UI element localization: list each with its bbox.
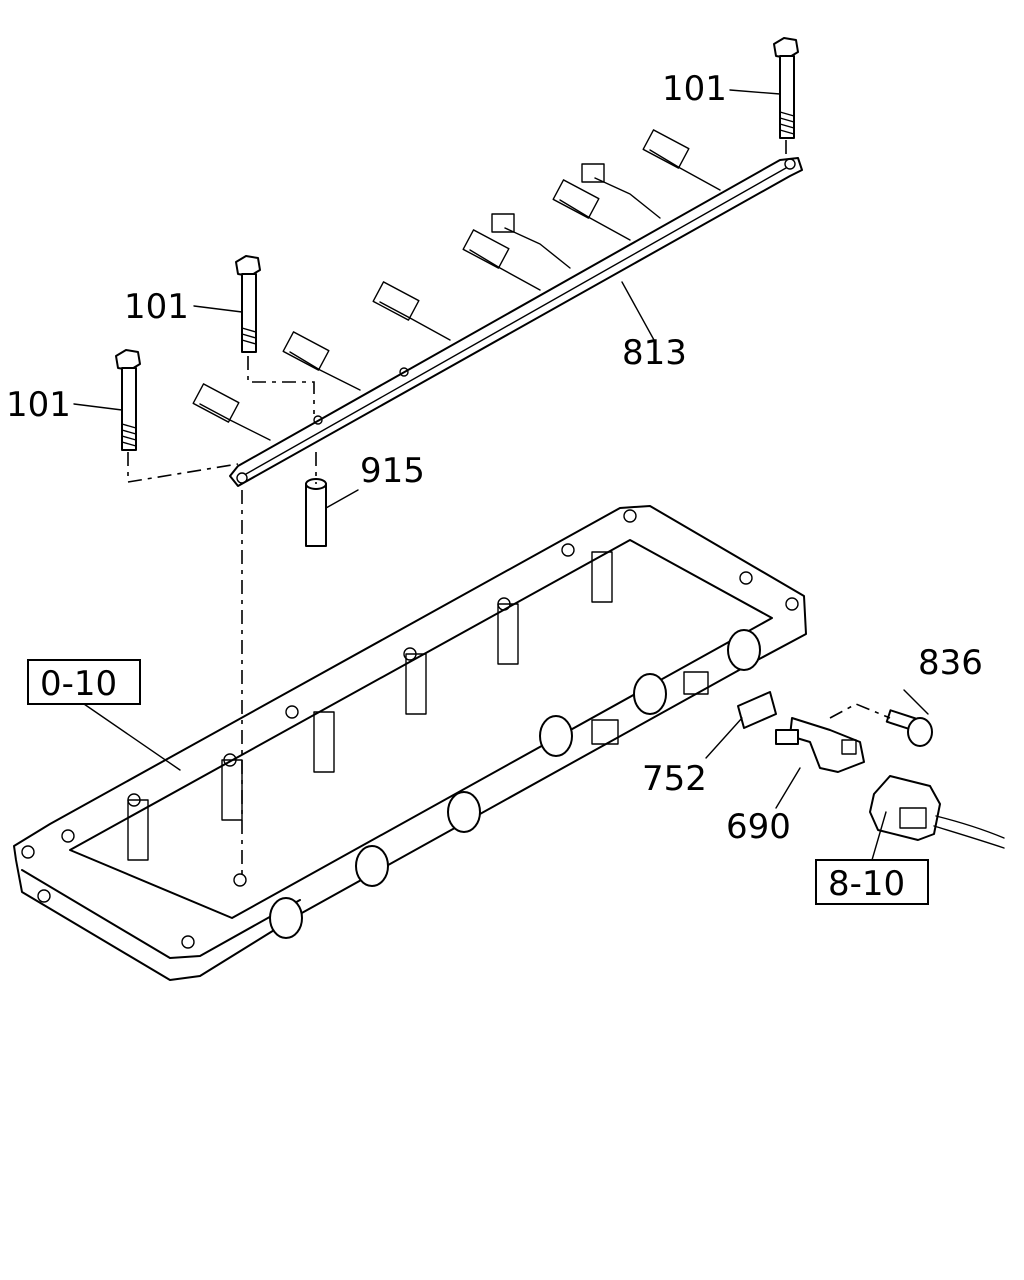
callout-836: 836	[918, 643, 983, 683]
gasket-752[interactable]	[737, 691, 777, 729]
leader-lines	[73, 89, 929, 861]
bolt-836[interactable]	[885, 709, 933, 747]
callout-101-left: 101	[6, 385, 71, 425]
connector-8-10	[869, 775, 1005, 849]
callout-101-top: 101	[662, 69, 727, 109]
cover-plate	[13, 505, 807, 981]
bolt-101-mid[interactable]	[235, 255, 261, 353]
assembly-lines	[127, 140, 891, 880]
callout-813: 813	[622, 333, 687, 373]
bolt-101-top[interactable]	[773, 37, 799, 139]
ref-label-cover: 0-10	[40, 664, 117, 704]
sensor-690[interactable]	[775, 717, 865, 773]
ref-box-cover[interactable]: 0-10	[27, 659, 141, 705]
callout-752: 752	[642, 759, 707, 799]
spacer-915[interactable]	[305, 478, 327, 547]
callout-101-mid: 101	[124, 287, 189, 327]
wiring-harness-813[interactable]	[192, 129, 803, 487]
ref-box-connector[interactable]: 8-10	[815, 859, 929, 905]
callout-690: 690	[726, 807, 791, 847]
callout-915: 915	[360, 451, 425, 491]
bolt-101-left[interactable]	[115, 349, 141, 451]
ref-label-connector: 8-10	[828, 864, 905, 904]
